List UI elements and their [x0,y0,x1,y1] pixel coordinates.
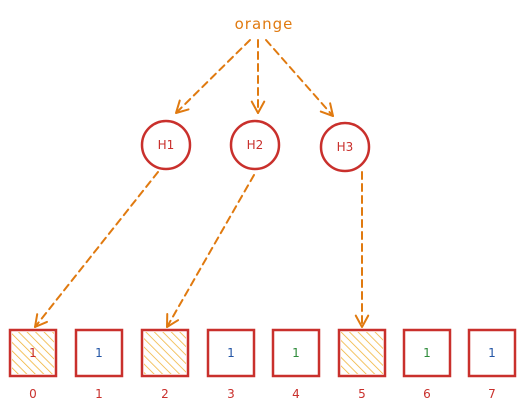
bit-cell-4: 14 [271,328,321,401]
bit-cell-box [271,328,321,378]
bit-index: 4 [292,387,300,401]
bit-cell-box [467,328,517,378]
bit-cell-box [74,328,124,378]
hatch-fill [144,332,186,374]
bit-cell-7: 17 [467,328,517,401]
bit-index: 6 [423,387,431,401]
hash-to-bit-arrows [34,171,370,328]
hash-functions: H1 H2 H3 [140,119,371,173]
arrow-word-to-h3 [265,39,334,117]
bit-cell-3: 13 [206,328,256,401]
bit-index: 1 [95,387,103,401]
arrow-h3-to-bit-5 [354,171,370,328]
bit-cell-box [8,328,58,378]
bit-cell-0: 10 [8,328,58,401]
bit-value: 1 [227,346,235,360]
hatch-fill [341,332,383,374]
bit-value: 1 [95,346,103,360]
hash-node-h1: H1 [140,119,192,171]
bit-value: 1 [29,346,37,360]
bit-cell-box [140,328,190,378]
arrow-h2-to-bit-2 [166,174,255,328]
hash-node-h3: H3 [319,121,371,173]
hash-label: H1 [158,138,175,152]
hash-label: H3 [337,140,354,154]
bit-cell-box [337,328,387,378]
bit-index: 0 [29,387,37,401]
word-to-hash-arrows [175,39,334,117]
bit-value: 1 [423,346,431,360]
bit-cell-2: 2 [140,328,190,401]
hatch-fill [12,332,54,374]
bit-value: 1 [292,346,300,360]
arrow-word-to-h2 [250,39,266,114]
bit-cell-box [206,328,256,378]
arrow-h1-to-bit-0 [34,171,159,328]
input-word: orange [235,15,294,33]
bit-cell-5: 5 [337,328,387,401]
bit-value: 1 [488,346,496,360]
bit-index: 3 [227,387,235,401]
arrow-word-to-h1 [175,39,251,114]
bit-index: 7 [488,387,496,401]
bit-cell-6: 16 [402,328,452,401]
bit-index: 5 [358,387,366,401]
hash-label: H2 [247,138,264,152]
hash-node-h2: H2 [229,119,281,171]
bit-index: 2 [161,387,169,401]
bit-cell-box [402,328,452,378]
bit-cell-1: 11 [74,328,124,401]
